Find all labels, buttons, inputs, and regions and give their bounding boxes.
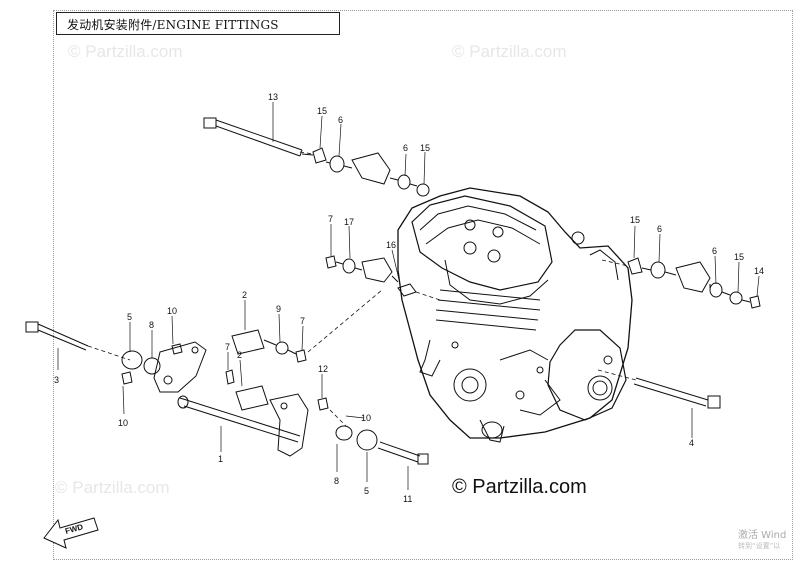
callout-3: 3: [54, 375, 59, 385]
callout-15: 15: [317, 106, 327, 116]
callout-7: 7: [328, 214, 333, 224]
callout-7: 7: [300, 316, 305, 326]
callout-14: 14: [754, 266, 764, 276]
watermark: © Partzilla.com: [452, 42, 567, 61]
drawing-frame: [53, 10, 793, 560]
callout-15: 15: [420, 143, 430, 153]
callout-7: 7: [225, 342, 230, 352]
callout-10: 10: [361, 413, 371, 423]
copyright-text: © Partzilla.com: [452, 476, 587, 498]
watermark: © Partzilla.com: [55, 478, 170, 497]
engine-assembly: [397, 187, 633, 443]
callout-13: 13: [268, 92, 278, 102]
callout-5: 5: [364, 486, 369, 496]
callout-15: 15: [630, 215, 640, 225]
callout-2: 2: [237, 350, 242, 360]
callout-10: 10: [167, 306, 177, 316]
engine-bracket-assembly: [121, 341, 429, 465]
watermark: © Partzilla.com: [68, 42, 183, 61]
callout-15: 15: [734, 252, 744, 262]
callout-9: 9: [276, 304, 281, 314]
callout-8: 8: [334, 476, 339, 486]
callout-10: 10: [118, 418, 128, 428]
activation-notice-sub: 转到“设置”以: [738, 542, 781, 550]
activation-notice: 激活 Wind: [738, 530, 787, 541]
callout-16: 16: [386, 240, 396, 250]
callout-1: 1: [218, 454, 223, 464]
callout-6: 6: [338, 115, 343, 125]
callout-6: 6: [403, 143, 408, 153]
right-mount-parts: [627, 257, 761, 309]
callout-4: 4: [689, 438, 694, 448]
fwd-arrow-icon: FWD: [43, 517, 99, 549]
center-mount-parts: [325, 255, 417, 297]
top-mount-parts: [301, 147, 430, 197]
callout-6: 6: [657, 224, 662, 234]
rubber-mounts: [121, 329, 329, 411]
bolt-4: [633, 377, 721, 409]
label-leaders: [57, 102, 760, 490]
dashed-leaders: [87, 151, 637, 427]
bolt-3: [25, 321, 89, 351]
callout-12: 12: [318, 364, 328, 374]
bolt-13: [203, 117, 303, 157]
callout-8: 8: [149, 320, 154, 330]
callout-labels: 13 15 6 6 15 15 6 6 15 14 7 17 16 2 9 7 …: [54, 92, 764, 504]
callout-11: 11: [403, 494, 412, 504]
callout-17: 17: [344, 217, 354, 227]
callout-6: 6: [712, 246, 717, 256]
callout-5: 5: [127, 312, 132, 322]
callout-2: 2: [242, 290, 247, 300]
diagram-title: 发动机安装附件/ENGINE FITTINGS: [56, 12, 340, 35]
